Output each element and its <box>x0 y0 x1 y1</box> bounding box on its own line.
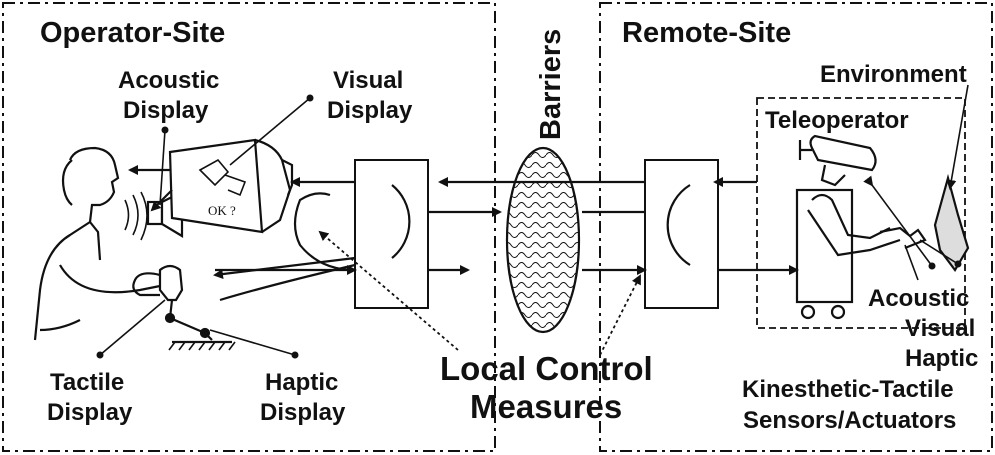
operator-person-icon <box>33 146 166 341</box>
local-control-label-1: Local Control <box>440 350 653 387</box>
acoustic-display-label-2: Display <box>123 97 209 124</box>
sensor-haptic: Haptic <box>905 345 978 372</box>
acoustic-display-label-1: Acoustic <box>118 67 219 94</box>
visual-display-label-1: Visual <box>333 67 403 94</box>
remote-site-title: Remote-Site <box>622 17 791 49</box>
sensor-visual: Visual <box>905 315 975 342</box>
teleoperator-label: Teleoperator <box>765 107 909 134</box>
sensor-kinesthetic-tactile: Kinesthetic-Tactile <box>742 376 954 403</box>
pointer-lines <box>96 84 969 359</box>
haptic-display-label-1: Haptic <box>265 369 338 396</box>
barrier-ellipse <box>505 146 581 334</box>
local-control-box-left <box>354 159 429 309</box>
local-control-label-2: Measures <box>470 388 622 425</box>
local-control-loop-right <box>666 184 691 266</box>
haptic-device-icon <box>132 264 236 351</box>
visual-display-label-2: Display <box>327 97 413 124</box>
local-control-box-right <box>644 159 719 309</box>
monitor-icon <box>168 138 294 234</box>
local-control-loop-left <box>391 184 411 259</box>
operator-site-title: Operator-Site <box>40 17 225 49</box>
sensor-actuators: Sensors/Actuators <box>743 407 956 434</box>
monitor-screen-text: OK ? <box>208 203 236 218</box>
environment-label: Environment <box>820 61 967 88</box>
sensor-acoustic: Acoustic <box>868 285 969 312</box>
environment-surface-icon <box>933 173 970 272</box>
teleoperator-border <box>756 97 966 329</box>
tactile-display-label-2: Display <box>47 399 133 426</box>
sound-waves-icon <box>124 191 148 241</box>
operator-site-border <box>2 2 496 452</box>
barriers-label: Barriers <box>535 29 567 140</box>
remote-site-border <box>599 2 993 452</box>
haptic-display-label-2: Display <box>260 399 346 426</box>
signal-flow-arrows <box>128 165 799 302</box>
tactile-display-label-1: Tactile <box>50 369 124 396</box>
